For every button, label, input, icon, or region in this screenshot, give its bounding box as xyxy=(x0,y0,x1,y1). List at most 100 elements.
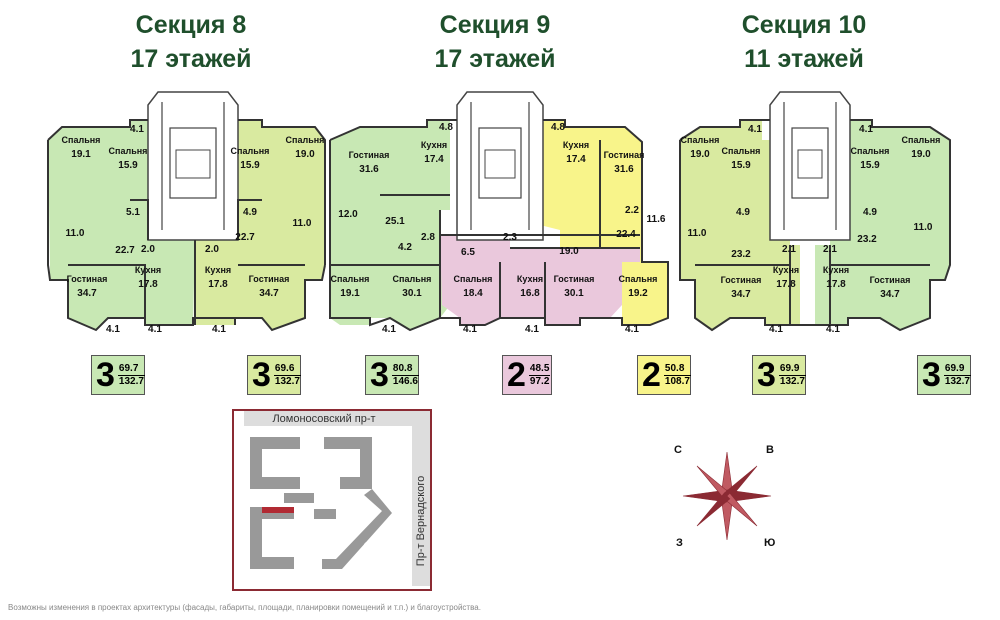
room-area: 4.1 xyxy=(130,124,144,135)
compass-east: В xyxy=(766,444,774,456)
room-area: 22.7 xyxy=(115,245,135,256)
building-label: 4 корпус xyxy=(364,541,380,546)
room-area: 17.8 xyxy=(138,279,158,290)
room-count: 3 xyxy=(96,356,115,394)
room-area: 34.7 xyxy=(259,288,279,299)
room-area: 4.1 xyxy=(859,124,873,135)
wall xyxy=(679,119,951,332)
room-area: 11.0 xyxy=(66,228,85,239)
site-map: Ломоносовский пр-т Пр-т Вернадского 2 ко… xyxy=(232,409,432,591)
wall xyxy=(679,119,770,141)
room-name: Спальня xyxy=(286,135,325,145)
room-name: Спальня xyxy=(681,135,720,145)
room-area: 2.1 xyxy=(782,244,796,255)
total-area: 108.7 xyxy=(664,375,690,387)
compass-west: З xyxy=(676,537,683,549)
room-area: 4.1 xyxy=(382,324,396,335)
room-name: Гостиная xyxy=(349,150,390,160)
room-area: 2.1 xyxy=(823,244,837,255)
total-area: 132.7 xyxy=(274,375,300,387)
room-area: 23.2 xyxy=(731,249,751,260)
room-area: 19.0 xyxy=(690,149,710,160)
wall xyxy=(47,119,148,141)
building-label: 2 корпус xyxy=(276,455,292,460)
room-name: Спальня xyxy=(619,274,658,284)
room-count: 2 xyxy=(507,356,526,394)
street-top xyxy=(244,411,430,426)
room-name: Спальня xyxy=(62,135,101,145)
room-area: 15.9 xyxy=(118,160,138,171)
room-name: Гостиная xyxy=(604,150,645,160)
room-area: 15.9 xyxy=(860,160,880,171)
room-area: 4.1 xyxy=(463,324,477,335)
room-area: 2.2 xyxy=(625,205,639,216)
room-area: 22.4 xyxy=(616,229,636,240)
compass-arm xyxy=(696,492,731,527)
room-name: Спальня xyxy=(393,274,432,284)
section-8-title: Секция 8 17 этажей xyxy=(81,8,301,76)
lift-car xyxy=(797,149,823,179)
walls xyxy=(47,119,951,332)
stair-lift-cores xyxy=(147,91,851,241)
compass-rose: С В З Ю xyxy=(674,444,775,549)
room-name: Кухня xyxy=(421,140,447,150)
living-area: 69.9 xyxy=(943,363,971,376)
room-area: 17.8 xyxy=(208,279,228,290)
room-area: 19.0 xyxy=(911,149,931,160)
room-area: 4.8 xyxy=(551,122,565,133)
wall xyxy=(329,119,457,141)
wall xyxy=(329,119,669,332)
room-area: 23.2 xyxy=(857,234,877,245)
room-area: 4.9 xyxy=(863,207,877,218)
wall xyxy=(237,199,262,240)
room-count: 2 xyxy=(642,356,661,394)
room-name: Гостиная xyxy=(67,274,108,284)
wall xyxy=(235,264,326,332)
room-area: 11.0 xyxy=(293,218,312,229)
room-area: 19.0 xyxy=(295,149,315,160)
room-area: 4.1 xyxy=(748,124,762,135)
living-area: 69.6 xyxy=(273,363,301,376)
room-area: 19.1 xyxy=(71,149,91,160)
lift-car xyxy=(175,149,211,179)
section-9-title: Секция 9 17 этажей xyxy=(385,8,605,76)
street-right xyxy=(412,426,430,586)
room-area: 18.4 xyxy=(463,288,483,299)
section-title: Секция 9 xyxy=(439,11,551,39)
room-area: 11.0 xyxy=(688,228,707,239)
building-blocks xyxy=(250,437,392,569)
wall xyxy=(68,264,146,318)
room-name: Спальня xyxy=(851,146,890,156)
room-area: 16.8 xyxy=(520,288,540,299)
living-area: 48.5 xyxy=(528,362,551,376)
section-floors: 17 этажей xyxy=(130,45,252,73)
room-area: 4.9 xyxy=(243,207,257,218)
room-area: 11.6 xyxy=(647,214,666,225)
living-area: 50.8 xyxy=(663,363,691,376)
room-name: Кухня xyxy=(563,140,589,150)
room-area: 4.1 xyxy=(826,324,840,335)
wall xyxy=(47,140,236,332)
room-area: 4.1 xyxy=(769,324,783,335)
room-name: Спальня xyxy=(231,146,270,156)
room-count: 3 xyxy=(252,356,271,394)
room-area: 31.6 xyxy=(614,164,634,175)
room-name: Кухня xyxy=(517,274,543,284)
room-area: 15.9 xyxy=(731,160,751,171)
room-name: Спальня xyxy=(722,146,761,156)
section-title: Секция 8 xyxy=(135,11,247,39)
room-area: 4.1 xyxy=(625,324,639,335)
compass-arms xyxy=(682,451,772,541)
total-area: 132.7 xyxy=(118,375,144,387)
lift-car xyxy=(484,149,516,179)
room-name: Кухня xyxy=(773,265,799,275)
